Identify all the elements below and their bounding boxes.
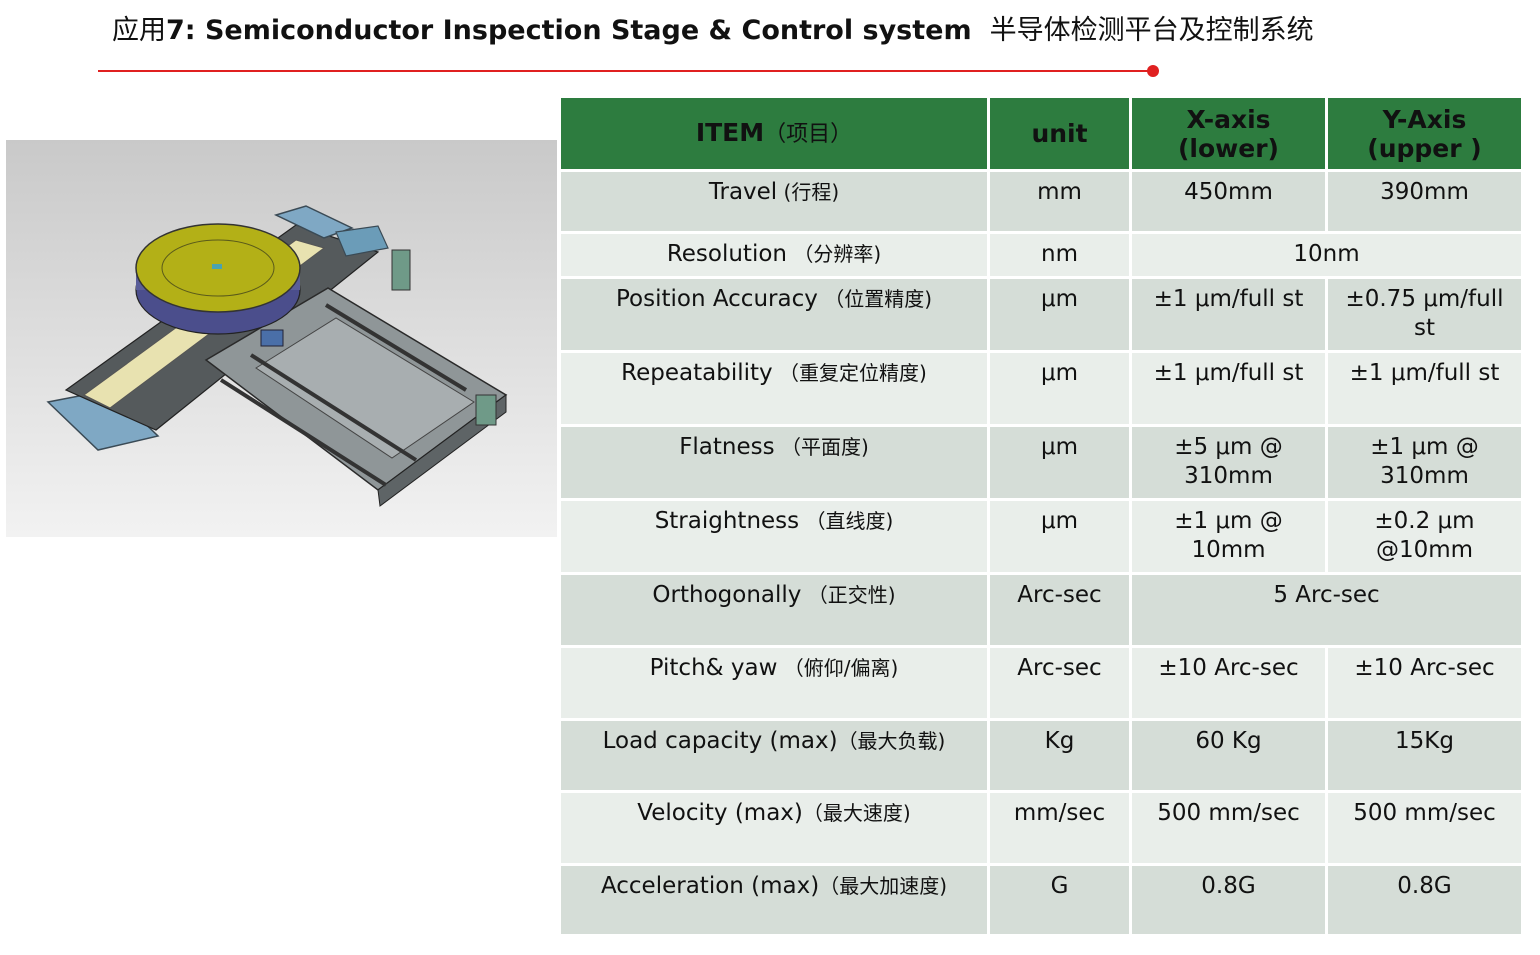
item-cell: Orthogonally （正交性)	[558, 572, 990, 648]
item-label: Resolution	[666, 241, 787, 267]
y-value-cell: 390mm	[1325, 169, 1524, 234]
table-row: Repeatability （重复定位精度) μm ±1 μm/full st …	[558, 350, 1524, 427]
header-x-line2: (lower)	[1178, 133, 1279, 163]
table-header-row: ITEM（项目） unit X-axis(lower) Y-Axis(upper…	[558, 95, 1524, 172]
table-row: Travel (行程) mm 450mm 390mm	[558, 169, 1524, 234]
y-value-cell: ±1 μm/full st	[1325, 350, 1524, 427]
item-label-chinese: （分辨率)	[787, 242, 882, 266]
unit-cell: μm	[987, 498, 1132, 575]
x-value-cell: ±1 μm/full st	[1129, 276, 1328, 353]
item-cell: Repeatability （重复定位精度)	[558, 350, 990, 427]
table-row: Acceleration (max)（最大加速度) G 0.8G 0.8G	[558, 863, 1524, 937]
item-label-chinese: （位置精度)	[817, 287, 933, 311]
title-main: 7: Semiconductor Inspection Stage & Cont…	[166, 15, 972, 46]
item-label: Travel	[708, 179, 778, 205]
y-value-cell: 0.8G	[1325, 863, 1524, 937]
y-value-cell: 15Kg	[1325, 718, 1524, 793]
item-label: Orthogonally	[652, 582, 802, 608]
unit-cell: G	[987, 863, 1132, 937]
x-value-cell: ±10 Arc-sec	[1129, 645, 1328, 721]
header-x-axis: X-axis(lower)	[1129, 95, 1328, 172]
table-row: Orthogonally （正交性) Arc-sec 5 Arc-sec	[558, 572, 1524, 648]
xy-value-cell: 10nm	[1129, 231, 1524, 279]
unit-cell: mm/sec	[987, 790, 1132, 866]
table-row: Velocity (max)（最大速度) mm/sec 500 mm/sec 5…	[558, 790, 1524, 866]
item-label-chinese: （平面度)	[774, 435, 869, 459]
item-cell: Load capacity (max)（最大负载)	[558, 718, 990, 793]
unit-cell: μm	[987, 424, 1132, 501]
table-row: Load capacity (max)（最大负载) Kg 60 Kg 15Kg	[558, 718, 1524, 793]
unit-cell: nm	[987, 231, 1132, 279]
title-underline-dot	[1147, 65, 1159, 77]
item-label-chinese: （俯仰/偏离)	[777, 656, 899, 680]
specification-table: ITEM（项目） unit X-axis(lower) Y-Axis(upper…	[558, 95, 1524, 937]
item-label-chinese: （直线度)	[799, 509, 894, 533]
header-item: ITEM（项目）	[558, 95, 990, 172]
item-label: Position Accuracy	[615, 286, 818, 312]
item-label: Straightness	[654, 508, 800, 534]
header-y-line2: (upper )	[1367, 133, 1482, 163]
unit-cell: Arc-sec	[987, 572, 1132, 648]
header-x-line1: X-axis	[1186, 104, 1271, 134]
item-cell: Resolution （分辨率)	[558, 231, 990, 279]
x-value-cell: 450mm	[1129, 169, 1328, 234]
table-row: Resolution （分辨率) nm 10nm	[558, 231, 1524, 279]
stage-illustration	[46, 205, 508, 507]
unit-cell: Arc-sec	[987, 645, 1132, 721]
item-label-chinese: （最大负载)	[837, 729, 946, 753]
item-label: Repeatability	[621, 360, 773, 386]
item-cell: Pitch& yaw （俯仰/偏离)	[558, 645, 990, 721]
item-cell: Straightness （直线度)	[558, 498, 990, 575]
xy-value-cell: 5 Arc-sec	[1129, 572, 1524, 648]
header-item-label: ITEM	[695, 118, 765, 147]
y-value-cell: ±0.75 μm/full st	[1325, 276, 1524, 353]
table-row: Straightness （直线度) μm ±1 μm @ 10mm ±0.2 …	[558, 498, 1524, 575]
unit-cell: mm	[987, 169, 1132, 234]
title-prefix: 应用	[112, 15, 166, 46]
item-label-chinese: （最大加速度)	[819, 874, 948, 898]
table-row: Position Accuracy （位置精度) μm ±1 μm/full s…	[558, 276, 1524, 353]
header-unit: unit	[987, 95, 1132, 172]
page-title: 应用7: Semiconductor Inspection Stage & Co…	[112, 8, 1314, 48]
unit-cell: μm	[987, 276, 1132, 353]
item-label: Acceleration (max)	[600, 873, 820, 899]
x-value-cell: 60 Kg	[1129, 718, 1328, 793]
unit-cell: Kg	[987, 718, 1132, 793]
item-label-chinese: （正交性)	[801, 583, 896, 607]
item-label-chinese: （最大速度)	[802, 801, 911, 825]
item-cell: Travel (行程)	[558, 169, 990, 234]
y-value-cell: ±1 μm @ 310mm	[1325, 424, 1524, 501]
item-cell: Position Accuracy （位置精度)	[558, 276, 990, 353]
stage-render-image	[6, 140, 557, 537]
item-label: Load capacity (max)	[602, 728, 838, 754]
item-cell: Flatness （平面度)	[558, 424, 990, 501]
item-label-chinese: (行程)	[777, 180, 840, 204]
item-cell: Acceleration (max)（最大加速度)	[558, 863, 990, 937]
x-value-cell: ±1 μm @ 10mm	[1129, 498, 1328, 575]
header-y-axis: Y-Axis(upper )	[1325, 95, 1524, 172]
item-label: Velocity (max)	[637, 800, 803, 826]
table-row: Pitch& yaw （俯仰/偏离) Arc-sec ±10 Arc-sec ±…	[558, 645, 1524, 721]
item-label: Pitch& yaw	[649, 655, 778, 681]
x-value-cell: 500 mm/sec	[1129, 790, 1328, 866]
title-chinese: 半导体检测平台及控制系统	[989, 15, 1314, 46]
y-value-cell: ±0.2 μm @10mm	[1325, 498, 1524, 575]
item-label-chinese: （重复定位精度)	[772, 361, 927, 385]
item-cell: Velocity (max)（最大速度)	[558, 790, 990, 866]
header-y-line1: Y-Axis	[1382, 104, 1467, 134]
y-value-cell: 500 mm/sec	[1325, 790, 1524, 866]
x-value-cell: 0.8G	[1129, 863, 1328, 937]
title-underline	[98, 70, 1152, 72]
x-value-cell: ±1 μm/full st	[1129, 350, 1328, 427]
y-value-cell: ±10 Arc-sec	[1325, 645, 1524, 721]
header-item-chinese: （项目）	[764, 122, 853, 147]
table-row: Flatness （平面度) μm ±5 μm @ 310mm ±1 μm @ …	[558, 424, 1524, 501]
item-label: Flatness	[679, 434, 775, 460]
unit-cell: μm	[987, 350, 1132, 427]
x-value-cell: ±5 μm @ 310mm	[1129, 424, 1328, 501]
